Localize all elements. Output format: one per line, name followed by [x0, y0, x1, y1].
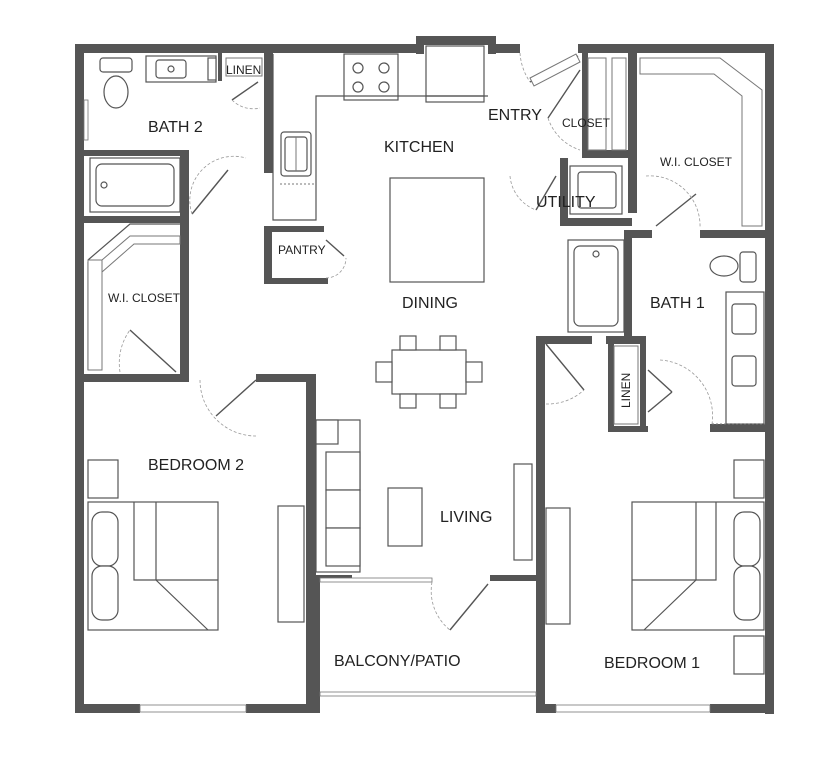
walls [75, 36, 774, 714]
dining-table [391, 349, 467, 395]
tv-console [513, 463, 533, 561]
toilet-bowl [103, 75, 129, 109]
label-linen-bath1: LINEN [619, 373, 633, 408]
doors [118, 52, 713, 631]
label-balcony: BALCONY/PATIO [334, 653, 461, 670]
label-bedroom1: BEDROOM 1 [604, 655, 700, 672]
label-linen-top: LINEN [226, 63, 261, 77]
label-kitchen: KITCHEN [384, 139, 454, 156]
nightstand-bed1-bottom [733, 635, 765, 675]
label-entry: ENTRY [488, 107, 542, 124]
label-bath2: BATH 2 [148, 119, 203, 136]
label-bath1: BATH 1 [650, 295, 705, 312]
windows [83, 99, 711, 713]
nightstand-bed1-top [733, 459, 765, 499]
kitchen-island [389, 177, 485, 283]
dresser-bed2 [277, 505, 305, 623]
label-wi-closet-left: W.I. CLOSET [108, 291, 181, 305]
room-labels: BATH 2 LINEN KITCHEN ENTRY CLOSET W.I. C… [108, 63, 733, 672]
label-closet: CLOSET [562, 116, 611, 130]
fixtures [87, 45, 765, 675]
label-living: LIVING [440, 509, 492, 526]
nightstand-bed2 [87, 459, 119, 499]
label-pantry: PANTRY [278, 243, 326, 257]
label-bedroom2: BEDROOM 2 [148, 457, 244, 474]
toilet-tank [99, 57, 133, 73]
refrigerator [425, 45, 485, 103]
coffee-table [387, 487, 423, 547]
range [343, 53, 399, 101]
toilet-bath1 [709, 255, 739, 277]
dresser-bed1 [545, 507, 571, 625]
label-dining: DINING [402, 295, 458, 312]
label-wi-closet-right: W.I. CLOSET [660, 155, 733, 169]
label-utility: UTILITY [536, 194, 596, 211]
